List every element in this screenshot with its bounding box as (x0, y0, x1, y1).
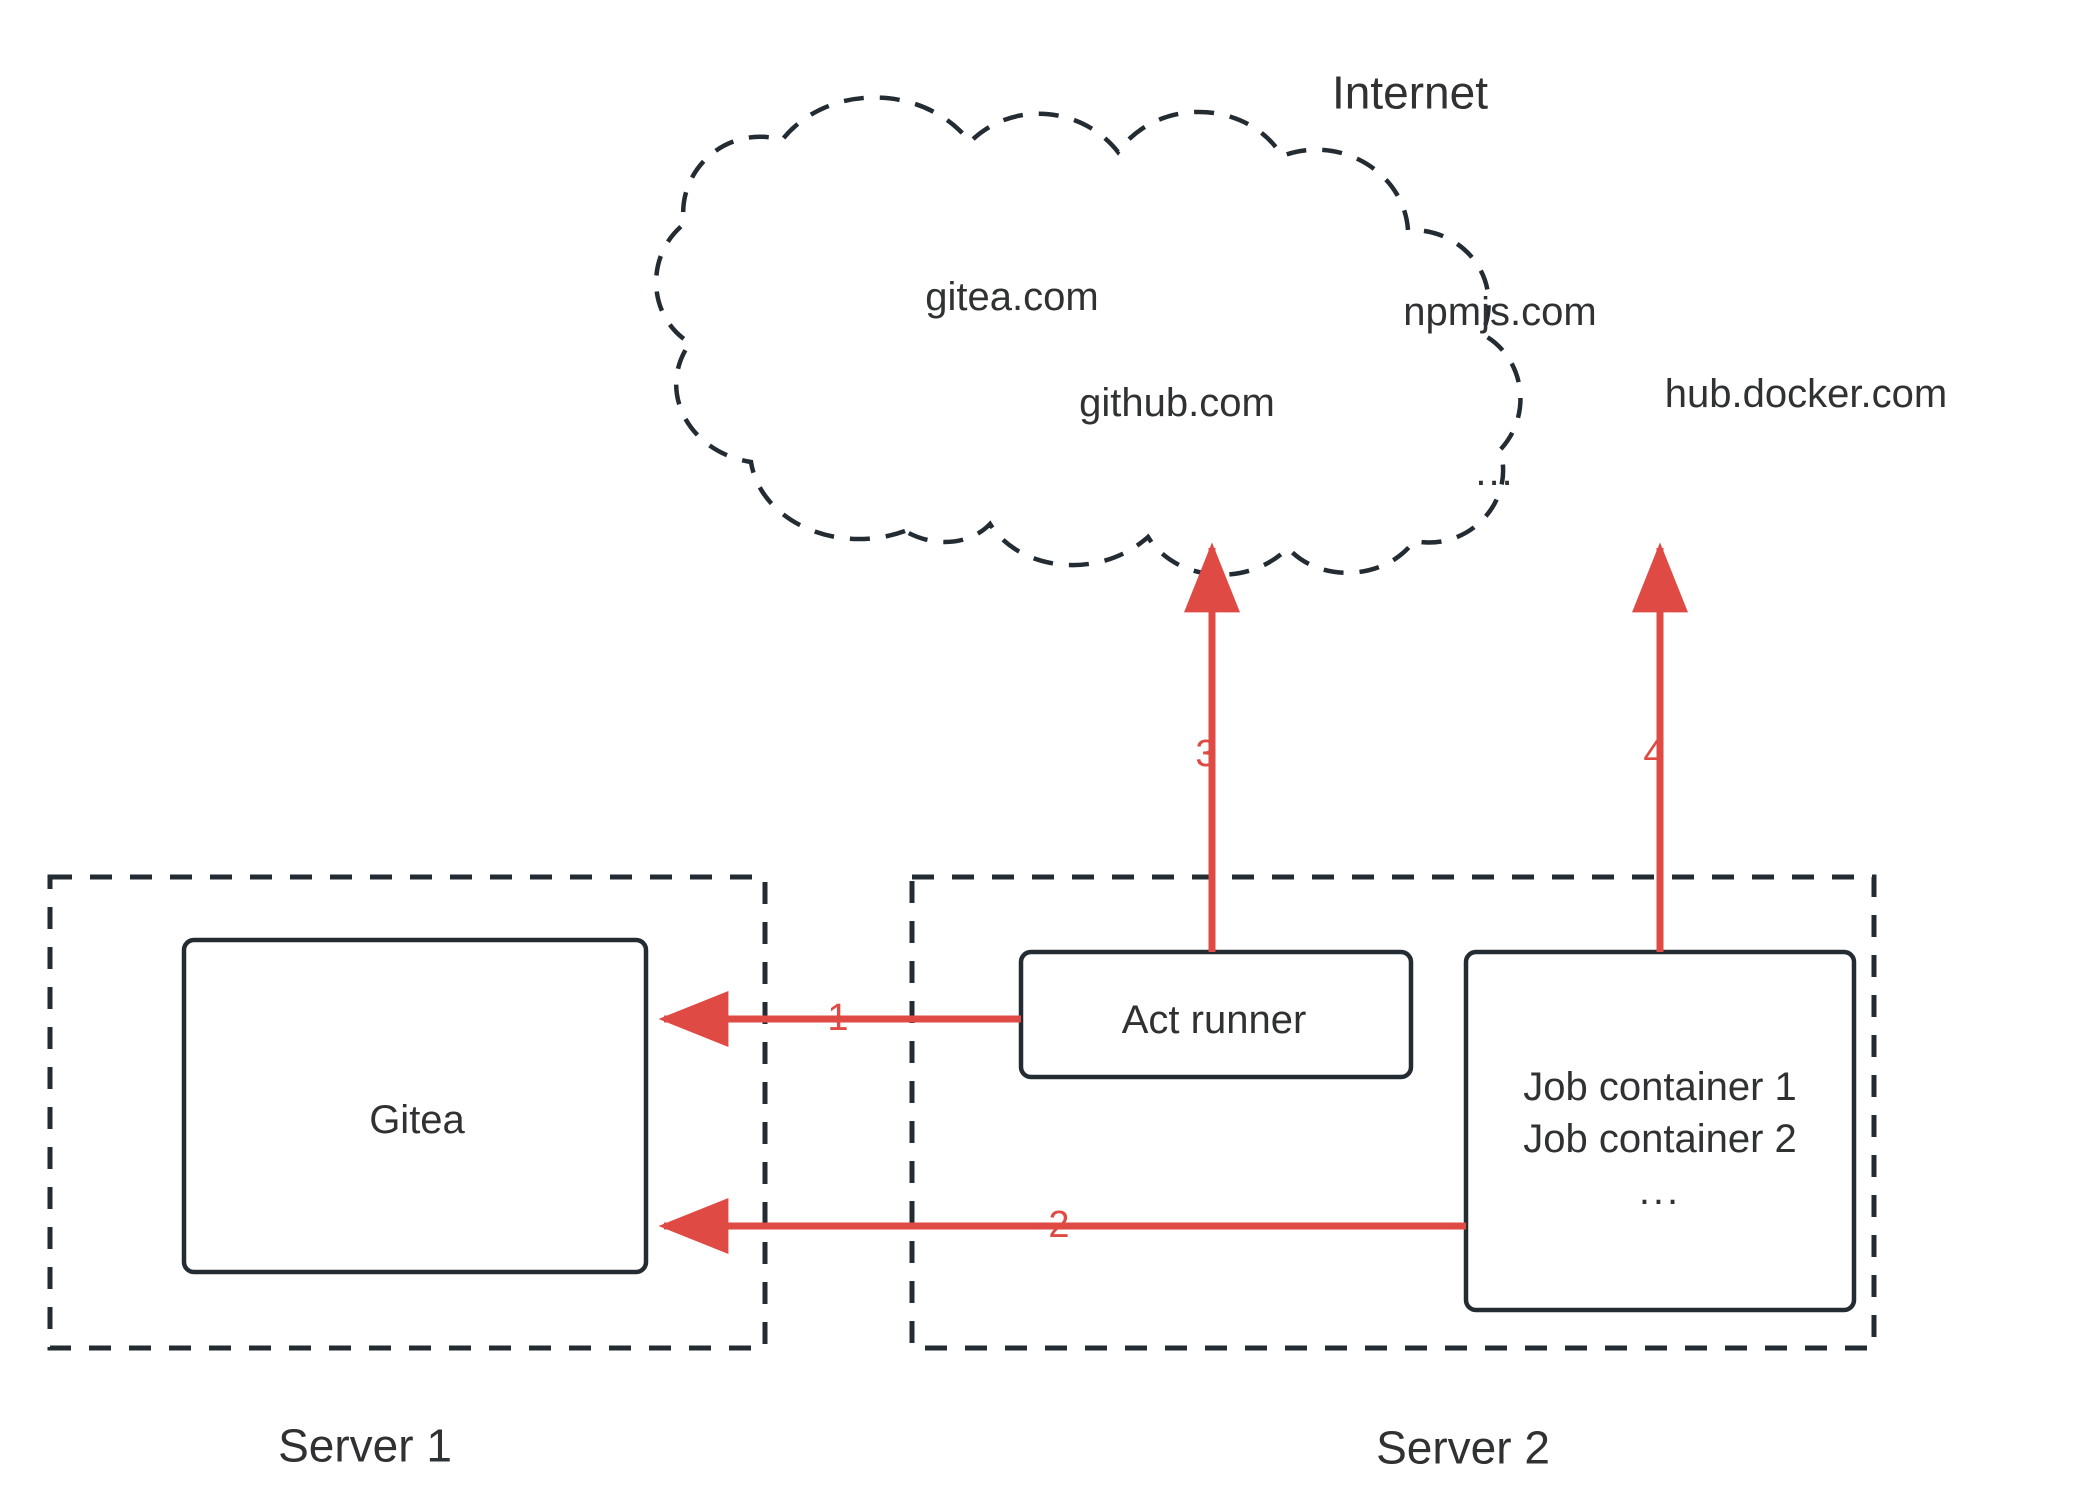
act-runner-box[interactable] (1018, 949, 1414, 1080)
job-containers-label-group: Job container 1 Job container 2 ... (1523, 1064, 1797, 1214)
cloud-service-npmjs: npmjs.com (1403, 290, 1597, 334)
cloud-service-gitea: gitea.com (925, 275, 1099, 319)
server-2-caption: Server 2 (1376, 1421, 1550, 1474)
act-runner-label: Act runner (1121, 998, 1307, 1042)
server-2-boundary (909, 874, 1877, 1351)
job-container-2-label: Job container 2 (1523, 1117, 1797, 1161)
cloud-service-ellipsis: ... (1475, 450, 1515, 494)
server-1-caption: Server 1 (278, 1419, 452, 1472)
server-1-boundary (47, 874, 768, 1351)
gitea-label: Gitea (369, 1098, 465, 1142)
cloud-service-hub-docker: hub.docker.com (1664, 372, 1948, 416)
job-container-1-label: Job container 1 (1523, 1065, 1797, 1109)
connection-1-label: 1 (827, 997, 849, 1040)
gitea-box[interactable] (181, 937, 649, 1275)
connection-3-label: 3 (1195, 733, 1217, 776)
internet-title: Internet (1332, 66, 1488, 119)
connection-2-label: 2 (1048, 1204, 1070, 1247)
internet-cloud-shape (653, 95, 1523, 577)
job-containers-ellipsis: ... (1638, 1169, 1682, 1213)
cloud-service-github: github.com (1079, 381, 1275, 425)
connection-4-label: 4 (1643, 733, 1665, 776)
